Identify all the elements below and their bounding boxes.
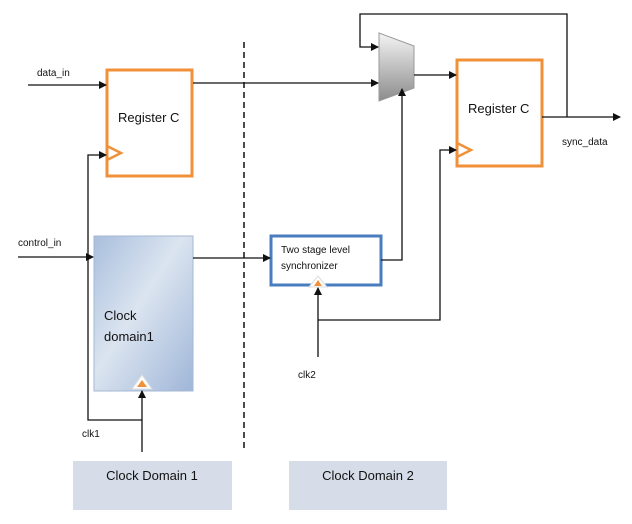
clk2-label: clk2 bbox=[298, 370, 316, 381]
wire-feedback bbox=[359, 13, 568, 117]
control-in-label: control_in bbox=[18, 238, 61, 249]
clock-domain1-block[interactable]: Clock domain1 bbox=[93, 235, 194, 392]
wire-clk1-to-register bbox=[87, 151, 142, 421]
clock-domain-1-label: Clock Domain 1 bbox=[106, 468, 198, 483]
clock-domain-1-box: Clock Domain 1 bbox=[73, 461, 232, 510]
data-in-label: data_in bbox=[37, 68, 70, 79]
clk1-label: clk1 bbox=[82, 429, 100, 440]
mux[interactable] bbox=[378, 32, 415, 102]
register-left[interactable]: Register C bbox=[105, 68, 194, 178]
clock-edge-fill-icon bbox=[314, 280, 322, 286]
wires bbox=[18, 13, 621, 452]
clock-edge-fill-icon bbox=[137, 380, 147, 387]
wire-sync-to-mux-select bbox=[381, 88, 406, 261]
wire-clk2-to-register bbox=[318, 146, 457, 321]
synchronizer-label-line1: Two stage level bbox=[281, 245, 350, 256]
clock-domain1-label-line1: Clock bbox=[104, 308, 137, 323]
clock-domain-2-label: Clock Domain 2 bbox=[322, 468, 414, 483]
synchronizer-label-line2: synchronizer bbox=[281, 261, 338, 272]
register-left-label: Register C bbox=[118, 110, 179, 125]
register-right[interactable]: Register C bbox=[455, 58, 544, 168]
register-right-label: Register C bbox=[468, 101, 529, 116]
synchronizer-block[interactable]: Two stage level synchronizer bbox=[269, 234, 383, 288]
clock-input-triangle-icon bbox=[456, 141, 474, 159]
clock-input-triangle-icon bbox=[106, 144, 124, 162]
sync-data-label: sync_data bbox=[562, 137, 608, 148]
clock-domain1-label-line2: domain1 bbox=[104, 329, 154, 344]
clock-domain-2-box: Clock Domain 2 bbox=[289, 461, 447, 510]
